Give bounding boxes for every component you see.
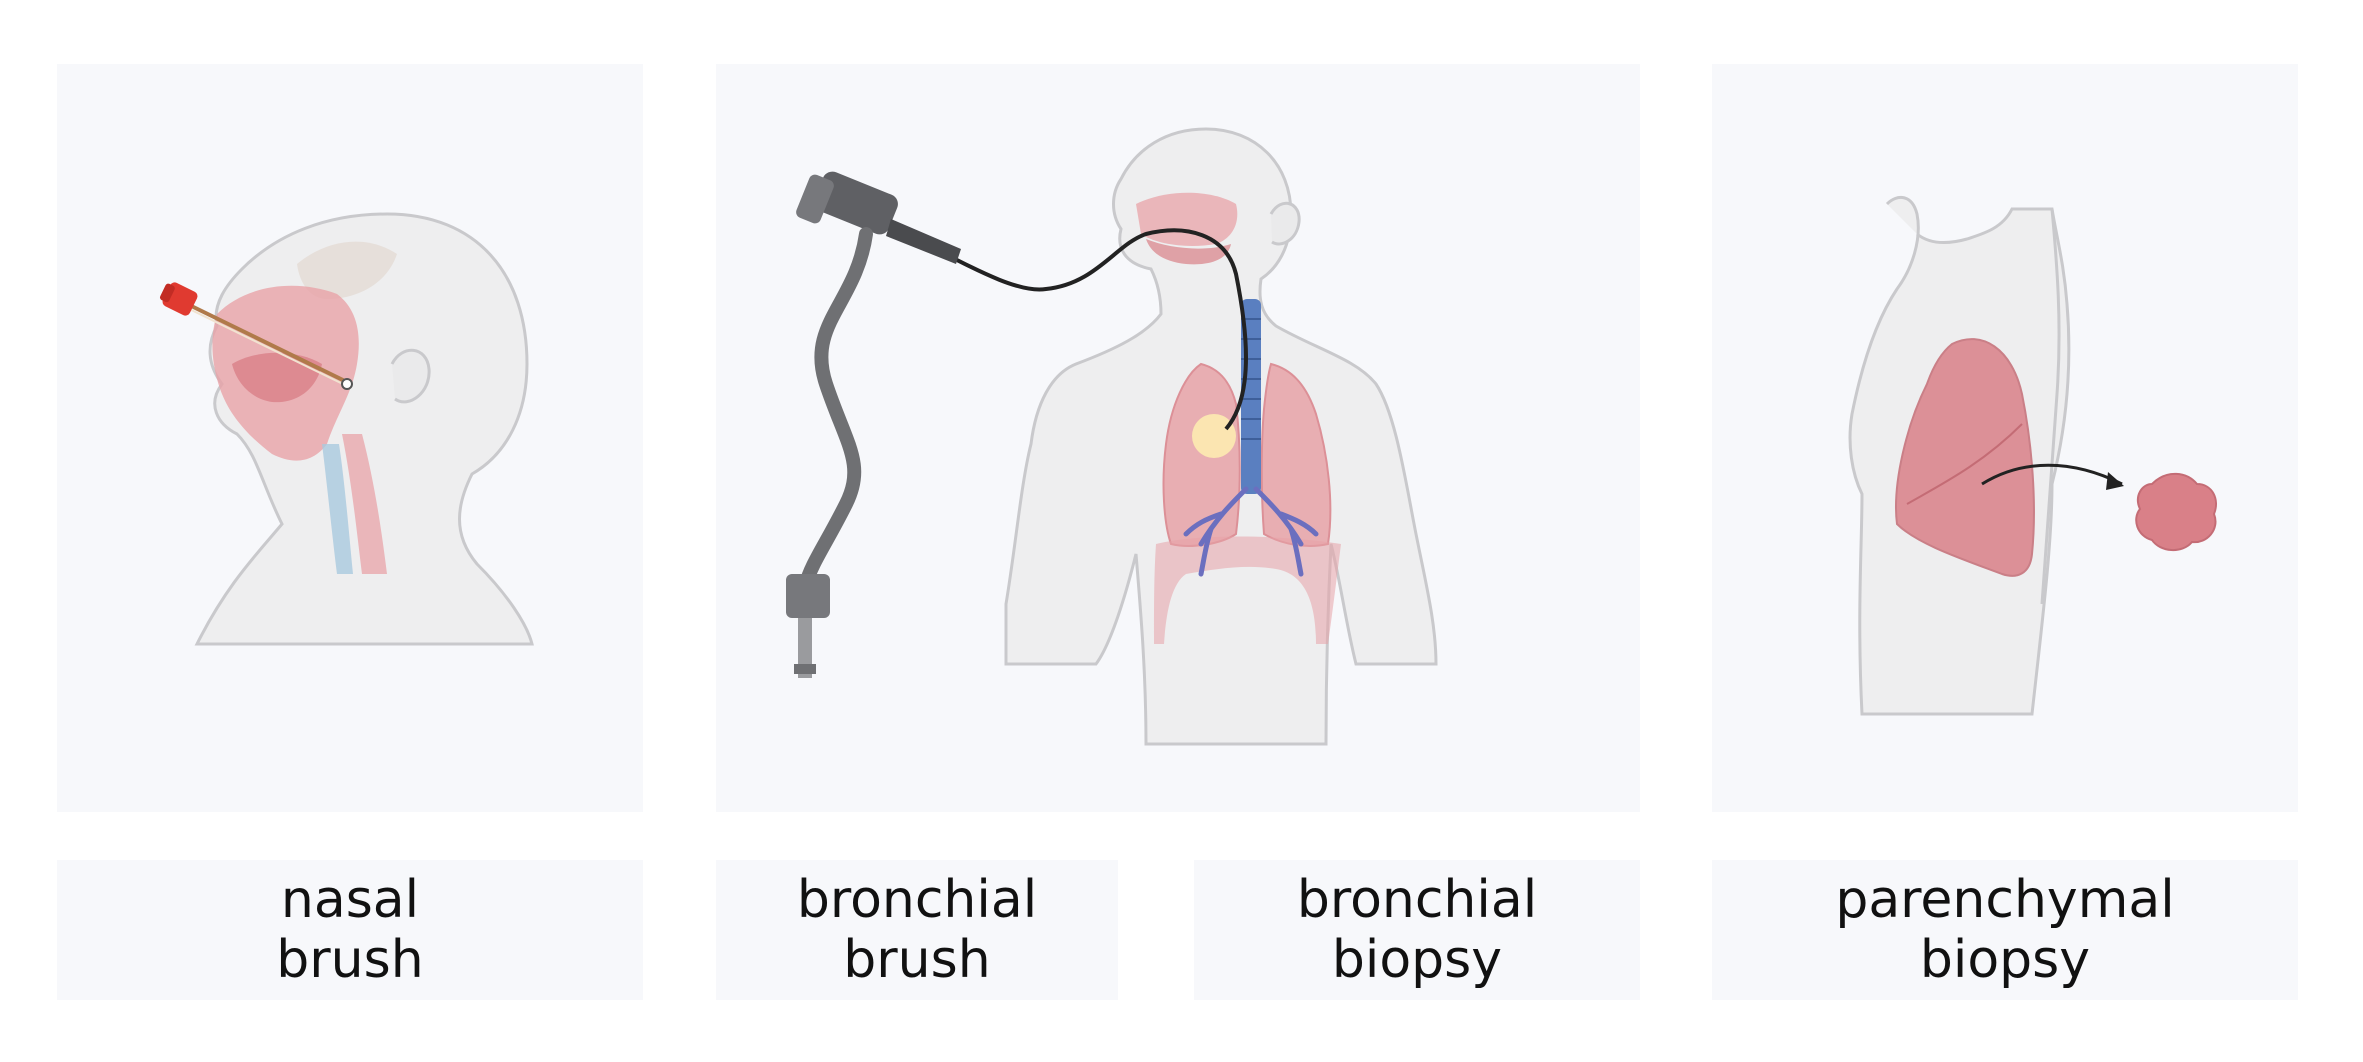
bronchial-biopsy-label: bronchial biopsy bbox=[1297, 870, 1537, 990]
label-line: bronchial bbox=[796, 870, 1038, 930]
lung-shape bbox=[1895, 338, 2035, 577]
ear-shape bbox=[390, 348, 431, 404]
bronchial-brush-label-box: bronchial brush bbox=[716, 860, 1118, 1000]
bronchoscopy-panel bbox=[716, 64, 1640, 812]
parenchymal-biopsy-label: parenchymal biopsy bbox=[1835, 870, 2174, 990]
nasal-brush-panel bbox=[57, 64, 643, 812]
bronchial-brush-label: bronchial brush bbox=[797, 870, 1037, 990]
tissue-sample bbox=[2135, 472, 2217, 551]
lung-parenchymal-biopsy-illustration bbox=[1848, 195, 2217, 716]
label-line: brush bbox=[843, 930, 991, 990]
bronchial-tree bbox=[1183, 486, 1319, 577]
label-line: biopsy bbox=[1331, 930, 1503, 990]
throat-tube bbox=[342, 434, 387, 574]
bronchial-biopsy-label-box: bronchial biopsy bbox=[1194, 860, 1640, 1000]
nasal-brush-label-box: nasal brush bbox=[57, 860, 643, 1000]
parenchymal-biopsy-panel bbox=[1712, 64, 2298, 812]
parenchymal-biopsy-label-box: parenchymal biopsy bbox=[1712, 860, 2298, 1000]
label-line: bronchial bbox=[1296, 870, 1538, 930]
scope-cord bbox=[799, 227, 873, 591]
scope-cable bbox=[905, 228, 1248, 431]
label-line: biopsy bbox=[1919, 930, 2091, 990]
bronchoscope-torso-illustration bbox=[786, 127, 1438, 746]
nasal-brush-head-illustration bbox=[159, 212, 534, 646]
nasal-brush-label: nasal brush bbox=[276, 870, 423, 990]
label-line: brush bbox=[276, 930, 424, 990]
label-line: parenchymal bbox=[1835, 870, 2175, 930]
label-line: nasal bbox=[280, 870, 420, 930]
bronchoscope-handle bbox=[796, 171, 961, 264]
biopsy-arrow bbox=[1981, 463, 2123, 486]
